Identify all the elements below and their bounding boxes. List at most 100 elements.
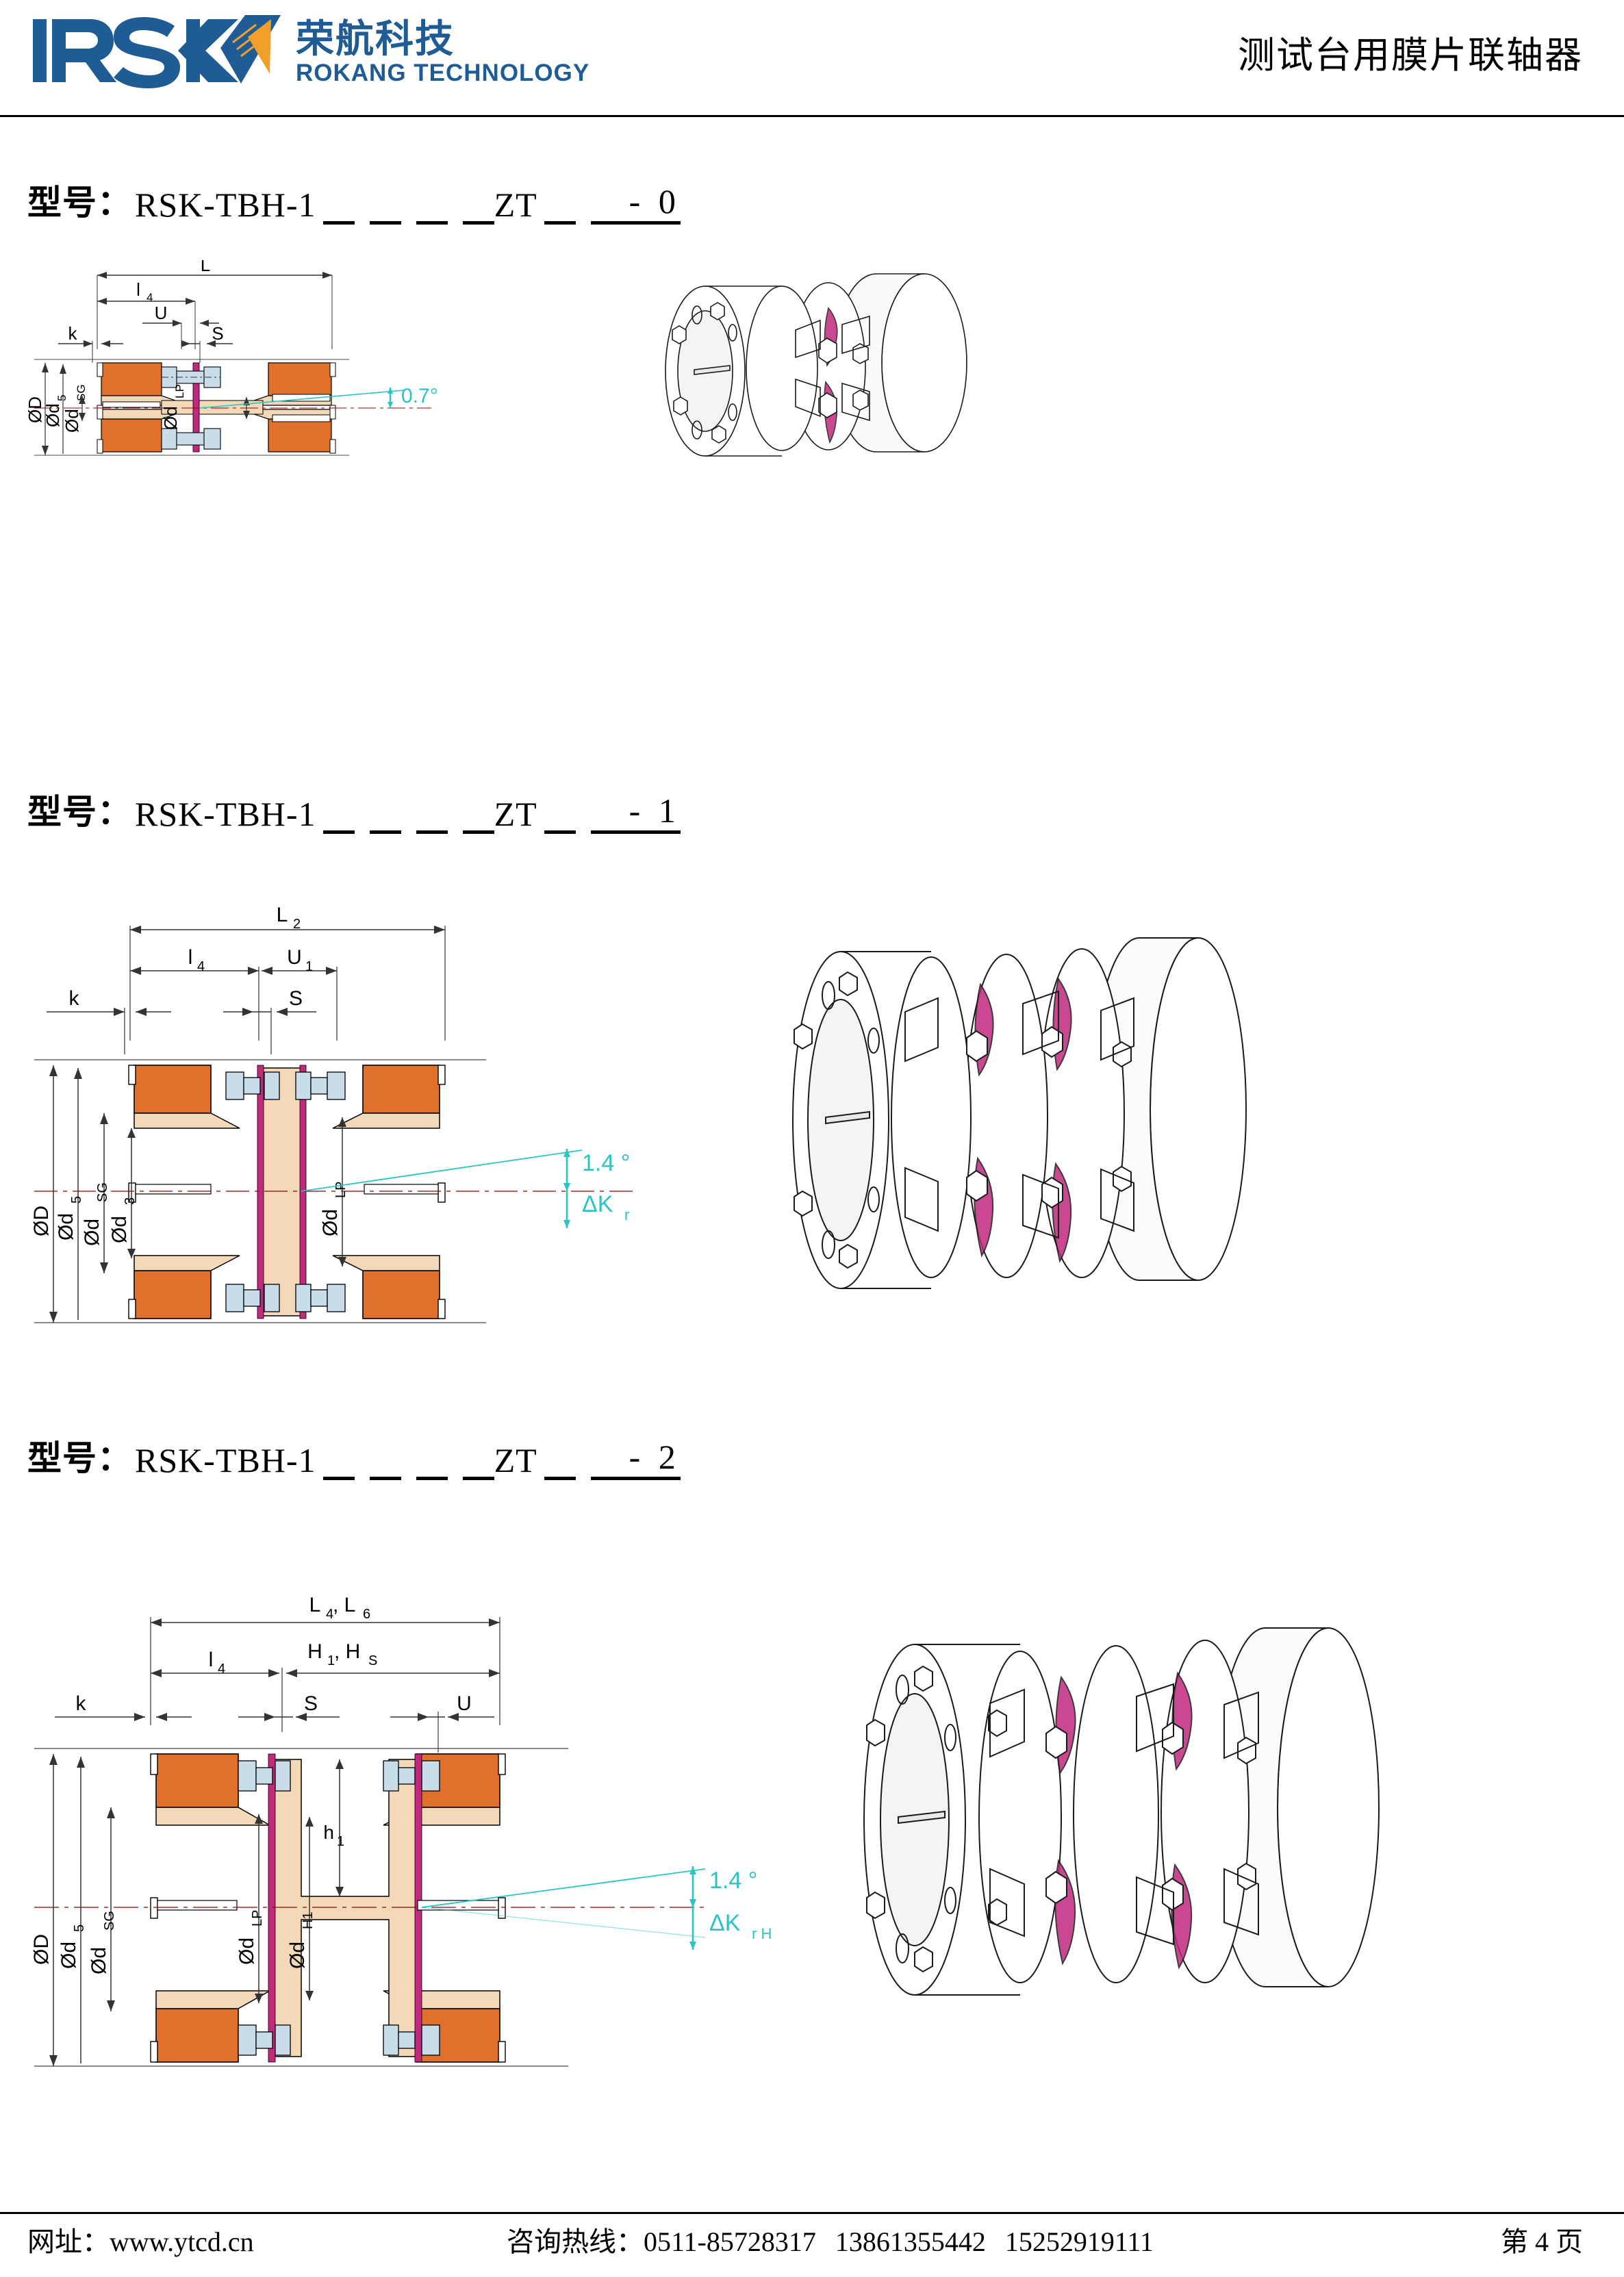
model-blank	[369, 803, 401, 834]
dim-label-OdSG-sub: SG	[75, 384, 88, 401]
dim-label-Od5-2: Ød	[55, 1213, 77, 1241]
dim-label-OdSG: Ød	[62, 409, 82, 433]
dim-label-S-3: S	[304, 1692, 318, 1715]
model-blank	[544, 803, 576, 834]
footer-website-label: 网址：	[27, 2226, 110, 2257]
dim-label-L6: , L	[333, 1594, 355, 1616]
model-blank	[544, 194, 576, 225]
page-footer: 网址：www.ytcd.cn 咨询热线：0511-85728317 1386135…	[0, 2219, 1624, 2261]
footer-page-number: 第 4 页	[1501, 2226, 1583, 2257]
dim-label-l4-2: l	[188, 946, 193, 969]
model-variant-1: - 1	[622, 791, 681, 834]
dim-label-k-2: k	[69, 987, 80, 1010]
model-label-0: 型号：	[27, 183, 132, 222]
misalignment-label-2-sub: r H	[752, 1925, 772, 1942]
footer-hotline-label: 咨询热线：	[507, 2226, 644, 2257]
dim-label-OD: ØD	[25, 396, 45, 423]
model-blank	[416, 1449, 448, 1480]
model-blank	[369, 1449, 401, 1480]
dim-label-OdSG-2-sub: SG	[95, 1182, 110, 1202]
dim-label-L2: L	[277, 904, 288, 926]
footer-hotline-1: 0511-85728317	[644, 2226, 816, 2257]
dim-label-S-2: S	[289, 987, 303, 1010]
dim-label-k-3: k	[76, 1692, 87, 1715]
dim-label-h1-sub: 1	[337, 1834, 344, 1849]
model-blank	[462, 1449, 494, 1480]
page-title: 测试台用膜片联轴器	[1238, 35, 1583, 76]
model-mid-2: ZT	[494, 1441, 537, 1479]
dim-label-OdLP-3: Ød	[236, 1937, 258, 1965]
model-blank	[462, 194, 494, 225]
model-code-0: RSK-TBH-1	[135, 186, 316, 224]
model-label-2: 型号：	[27, 1439, 132, 1477]
dim-label-L2-sub: 2	[293, 917, 301, 932]
logo-chinese-text: 荣航科技	[296, 17, 455, 60]
dim-label-U-3: U	[457, 1692, 472, 1715]
model-dash-1: -	[629, 791, 642, 830]
model-mid-1: ZT	[494, 795, 537, 833]
model-dash-2: -	[629, 1438, 642, 1476]
angle-label-2: 1.4 °	[709, 1868, 757, 1894]
model-variant-value-2: 2	[658, 1438, 676, 1476]
dim-label-Od5-3-sub: 5	[72, 1924, 87, 1932]
model-variant-0: - 0	[622, 181, 681, 225]
dim-label-Od5-2-sub: 5	[69, 1196, 84, 1204]
dim-label-H1-sub: 1	[327, 1653, 335, 1668]
misalignment-label-1-sub: r	[624, 1206, 629, 1223]
model-blank	[416, 194, 448, 225]
figure-tbh-2: L 4 , L 6 H 1 , H S l 4 k S U	[21, 1527, 1458, 2122]
figure-tbh-1: L 2 l 4 U 1 k S	[21, 863, 1321, 1369]
dim-label-k: k	[68, 323, 78, 344]
model-variant-value-0: 0	[658, 182, 676, 220]
dim-label-L: L	[201, 260, 210, 275]
model-blank	[322, 803, 355, 834]
dim-label-HS: , H	[334, 1640, 360, 1663]
dim-label-U1: U	[287, 946, 302, 969]
model-line-0: 型号： RSK-TBH-1 ZT - 0	[27, 175, 681, 225]
model-code-2: RSK-TBH-1	[135, 1441, 316, 1479]
dim-label-Od3: Ød	[108, 1216, 131, 1243]
dim-label-OdSG-2: Ød	[81, 1219, 103, 1246]
dim-label-L4: L	[309, 1594, 321, 1616]
dim-label-OD-2: ØD	[30, 1206, 53, 1236]
dim-label-OdLP-sub: LP	[173, 384, 186, 398]
dim-label-OdSG-3-sub: SG	[102, 1911, 117, 1931]
dim-label-OdLP: Ød	[160, 406, 181, 430]
dim-label-h1: h	[323, 1822, 334, 1843]
dim-label-OD-3: ØD	[30, 1934, 53, 1965]
model-blank	[416, 803, 448, 834]
footer-hotline-2: 13861355442	[835, 2226, 986, 2257]
dim-label-l4-sub: 4	[147, 291, 153, 304]
company-logo: 荣航科技 ROKANG TECHNOLOGY	[27, 10, 616, 92]
header-divider	[0, 115, 1624, 117]
footer-website: 网址：www.ytcd.cn	[27, 2219, 254, 2259]
footer-website-value: www.ytcd.cn	[110, 2226, 254, 2257]
model-blank	[462, 803, 494, 834]
model-blank	[590, 194, 622, 225]
dim-label-U1-sub: 1	[305, 959, 313, 974]
dim-label-OdSG-3: Ød	[88, 1947, 110, 1974]
dim-label-Od5-sub: 5	[55, 395, 68, 401]
angle-label-0: 0.7°	[401, 385, 438, 407]
model-variant-value-1: 1	[658, 791, 676, 830]
dim-label-L4-sub: 4	[326, 1607, 333, 1622]
model-blank	[322, 194, 355, 225]
dim-label-OdLP-3-sub: LP	[250, 1910, 265, 1926]
footer-hotline: 咨询热线：0511-85728317 13861355442 15252919111	[507, 2219, 1154, 2259]
dim-label-S: S	[212, 323, 223, 344]
dim-label-OdH1: Ød	[286, 1942, 309, 1969]
model-label-1: 型号：	[27, 793, 132, 831]
footer-hotline-3: 15252919111	[1004, 2226, 1154, 2257]
model-dash-0: -	[629, 182, 642, 220]
dim-label-Od3-sub: 3	[123, 1197, 138, 1205]
model-line-1: 型号： RSK-TBH-1 ZT - 1	[27, 785, 681, 834]
model-code-1: RSK-TBH-1	[135, 795, 316, 833]
model-blank	[369, 194, 401, 225]
footer-divider	[0, 2212, 1624, 2214]
dim-label-OdLP-2-sub: LP	[333, 1182, 348, 1198]
model-line-2: 型号： RSK-TBH-1 ZT - 2	[27, 1431, 681, 1480]
misalignment-label-1: ΔK	[582, 1191, 613, 1217]
dim-label-H1: H	[307, 1640, 322, 1663]
dim-label-l4-3: l	[209, 1649, 214, 1671]
